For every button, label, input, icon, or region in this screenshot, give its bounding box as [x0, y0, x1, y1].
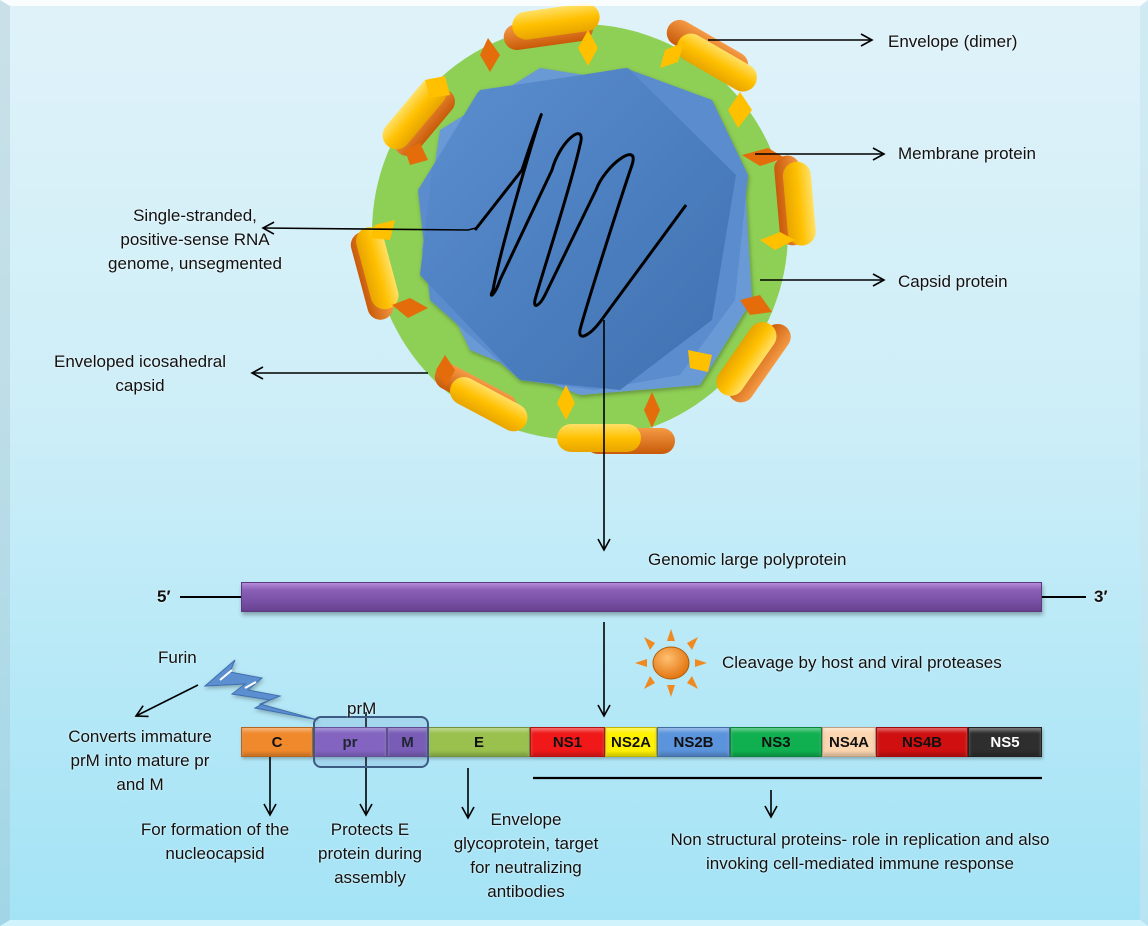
rna-genome-strand: [473, 113, 688, 338]
prm-label: prM: [347, 699, 377, 718]
e-function-label: Envelope glycoprotein, target for neutra…: [436, 808, 616, 904]
polyprotein-title: Genomic large polyprotein: [648, 550, 847, 569]
segment-ns4b: NS4B: [876, 727, 968, 757]
enveloped-capsid-line-1: Enveloped icosahedral: [53, 352, 226, 371]
segment-ns4a: NS4A: [822, 727, 876, 757]
cleavage-label: Cleavage by host and viral proteases: [722, 653, 1002, 672]
segment-ns2b: NS2B: [657, 727, 730, 757]
e-function-line-1: Envelope: [490, 810, 562, 829]
pr-function-label: Protects E protein during assembly: [300, 818, 440, 890]
enveloped-capsid-line-2: capsid: [115, 376, 165, 395]
pr-function-line-3: assembly: [334, 868, 406, 887]
segment-ns2a: NS2A: [605, 727, 657, 757]
envelope-proteins: [350, 3, 816, 454]
segment-ns5: NS5: [968, 727, 1042, 757]
furin-effect-line-2: prM into mature pr: [70, 751, 210, 770]
capsid-protein-label: Capsid protein: [898, 272, 1008, 291]
pr-function-line-1: Protects E: [330, 820, 410, 839]
sun-icon: [635, 629, 707, 697]
rna-genome-label: Single-stranded, positive-sense RNA geno…: [70, 204, 320, 276]
rna-genome-line-3: genome, unsegmented: [108, 254, 282, 273]
ns-function-label: Non structural proteins- role in replica…: [620, 828, 1100, 876]
segment-ns3: NS3: [730, 727, 822, 757]
membrane-protein-label: Membrane protein: [898, 144, 1036, 163]
enveloped-capsid-label: Enveloped icosahedral capsid: [30, 350, 250, 398]
ns-function-line-2: invoking cell-mediated immune response: [705, 854, 1015, 873]
e-function-line-3: for neutralizing: [470, 858, 582, 877]
five-prime-label: 5′: [157, 587, 171, 606]
furin-pointer: [134, 684, 199, 718]
envelope-dimer-label: Envelope (dimer): [888, 32, 1018, 51]
pr-function-line-2: protein during: [318, 844, 422, 863]
furin-label: Furin: [158, 648, 197, 667]
c-function-label: For formation of the nucleocapsid: [115, 818, 315, 866]
three-prime-label: 3′: [1094, 587, 1108, 606]
icosahedral-capsid: [418, 68, 752, 395]
prm-highlight-box: [313, 716, 429, 768]
lightning-icon: [203, 659, 319, 721]
furin-effect-label: Converts immature prM into mature pr and…: [40, 725, 240, 797]
c-function-line-2: nucleocapsid: [165, 844, 265, 863]
furin-effect-line-1: Converts immature: [68, 727, 212, 746]
membrane-proteins: [370, 30, 795, 428]
c-function-line-1: For formation of the: [140, 820, 290, 839]
segment-c: C: [241, 727, 313, 757]
genomic-polyprotein-bar: [241, 582, 1042, 612]
rna-genome-line-1: Single-stranded,: [133, 206, 257, 225]
furin-effect-line-3: and M: [116, 775, 164, 794]
e-function-line-4: antibodies: [487, 882, 565, 901]
segment-pr: pr: [313, 727, 387, 757]
segment-e: E: [428, 727, 530, 757]
e-function-line-2: glycoprotein, target: [453, 834, 599, 853]
rna-genome-line-2: positive-sense RNA: [120, 230, 270, 249]
ns-function-line-1: Non structural proteins- role in replica…: [670, 830, 1050, 849]
segment-ns1: NS1: [530, 727, 605, 757]
rna-pointer: [261, 221, 477, 235]
